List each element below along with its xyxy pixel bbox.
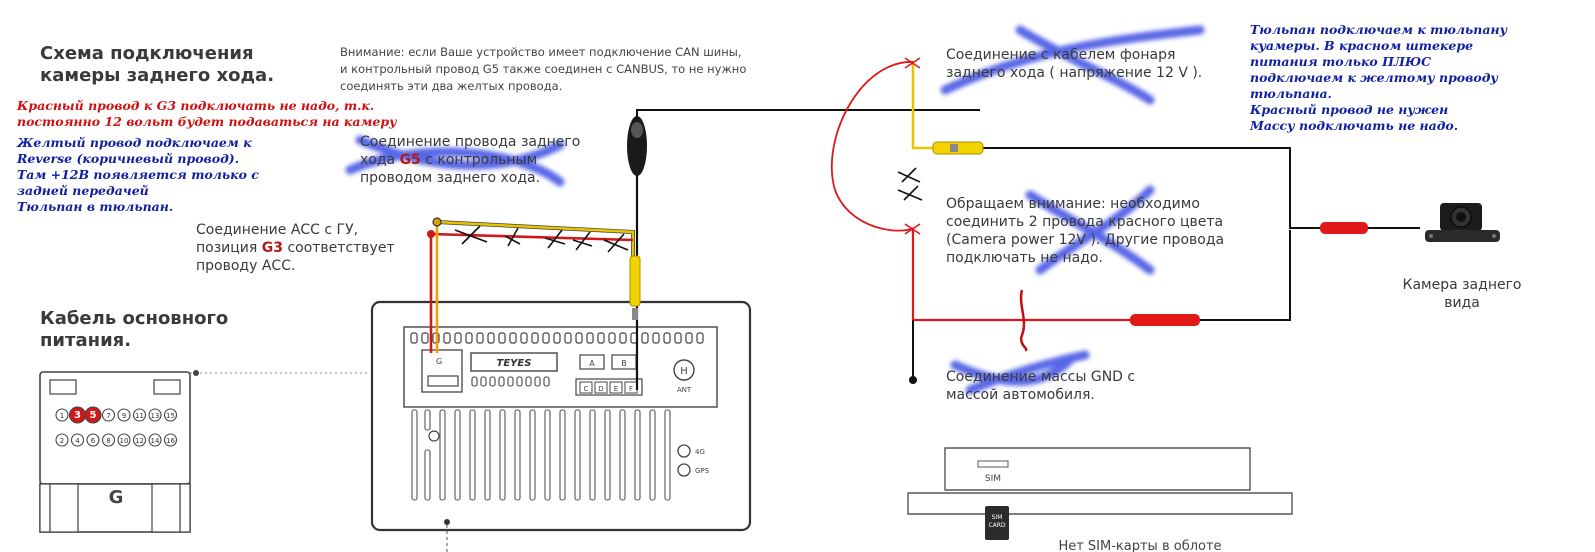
- yellow-wire-note: Желтый провод подключаем к Reverse (кори…: [17, 135, 259, 214]
- port-f-label: F: [629, 385, 633, 393]
- antenna-label: ANT: [677, 386, 692, 394]
- sim-tray: SIM SIM CARD Нет SIM-карты в облоте: [907, 447, 1293, 552]
- port-a-label: A: [589, 359, 595, 368]
- pin-4-icon: [70, 433, 85, 447]
- can-bus-warning: Внимание: если Ваше устройство имеет под…: [340, 45, 747, 93]
- pin-13-label: 13: [151, 412, 160, 420]
- rca-camera-note: Тюльпан подключаем к тюльпану куамеры. В…: [1250, 22, 1508, 133]
- port-e-label: E: [614, 385, 618, 393]
- pin-11-label: 11: [135, 412, 144, 420]
- head-unit: G TEYES A B C D E F H: [370, 300, 752, 552]
- diagram-title: Схема подключения камеры заднего хода.: [40, 43, 275, 86]
- pin-8-label: 8: [106, 437, 110, 445]
- pin-9-label: 9: [122, 412, 126, 420]
- g5-connection-label: Соединение провода заднего хода G5 с кон…: [360, 134, 581, 186]
- pin-2-icon: [55, 433, 69, 447]
- pin-5-icon: [84, 406, 102, 424]
- cross-marks: [454, 167, 923, 253]
- svg-text:CARD: CARD: [988, 522, 1005, 529]
- port-c-label: C: [584, 385, 589, 393]
- port-b-label: B: [621, 359, 627, 368]
- 4g-port-icon: [677, 444, 691, 458]
- pin-4-label: 4: [75, 437, 80, 445]
- sim-bottom-text: Нет SIM-карты в облоте: [1058, 539, 1221, 552]
- pin-3-label: 3: [74, 410, 81, 421]
- camera-power-note: Обращаем внимание: необходимо соединить …: [946, 196, 1225, 266]
- red-loop-wire: [830, 61, 914, 232]
- pin-15-label: 15: [166, 412, 175, 420]
- main-cable-title: Кабель основного питания.: [40, 308, 229, 351]
- pin-12-label: 12: [135, 437, 144, 445]
- pin-row-top: [410, 332, 704, 344]
- pin-16-icon: [163, 433, 178, 447]
- pin-7-icon: [101, 408, 116, 422]
- right-yellow-wire: [911, 62, 935, 150]
- pin-6-label: 6: [91, 437, 96, 445]
- pin-15-icon: [163, 408, 178, 422]
- gps-label: GPS: [695, 467, 710, 475]
- pin-12-icon: [132, 433, 147, 447]
- acc-connection-label: Соединение АСС с ГУ, позиция G3 соответс…: [196, 222, 395, 274]
- port-d-label: D: [598, 385, 603, 393]
- pin-14-label: 14: [151, 437, 160, 445]
- pin-7-label: 7: [106, 412, 110, 420]
- reverse-lamp-label: Соединение с кабелем фонаря заднего хода…: [946, 47, 1203, 81]
- pin-8-icon: [101, 433, 116, 447]
- red-power-connector: [1130, 314, 1200, 326]
- pin-1-icon: [55, 408, 69, 422]
- blue-scribbles: [345, 25, 1205, 395]
- pin-10-label: 10: [120, 437, 129, 445]
- camera-red-plug: [1320, 222, 1368, 234]
- pin-1-label: 1: [60, 412, 64, 420]
- pin-5-label: 5: [90, 410, 97, 421]
- pin-11-icon: [132, 408, 147, 422]
- pin-6-icon: [86, 433, 100, 447]
- rear-camera-icon: [1425, 203, 1500, 242]
- pin-2-label: 2: [60, 437, 64, 445]
- main-power-connector: G: [39, 370, 370, 533]
- pin-9-icon: [117, 408, 131, 422]
- gps-port-icon: [677, 463, 691, 477]
- sim-slot-label: SIM: [985, 474, 1001, 484]
- antenna-port-icon: [673, 359, 695, 381]
- pin-13-icon: [148, 408, 162, 422]
- connector-letter: G: [109, 487, 124, 508]
- pin-10-icon: [117, 433, 131, 447]
- vent-grille: [411, 409, 671, 501]
- camera-label: Камера заднего вида: [1402, 277, 1522, 311]
- brand-logo: TEYES: [497, 358, 532, 369]
- svg-text:SIM: SIM: [992, 514, 1003, 521]
- antenna-h-label: H: [680, 366, 688, 377]
- pin-14-icon: [148, 433, 162, 447]
- 4g-label: 4G: [695, 448, 705, 456]
- gnd-connection-label: Соединение массы GND с массой автомобиля…: [946, 369, 1136, 403]
- pin-16-label: 16: [166, 437, 175, 445]
- port-g-label: G: [436, 357, 442, 366]
- red-wire-note: Красный провод к G3 подключать не надо, …: [17, 98, 397, 129]
- sim-card-icon: [985, 506, 1009, 540]
